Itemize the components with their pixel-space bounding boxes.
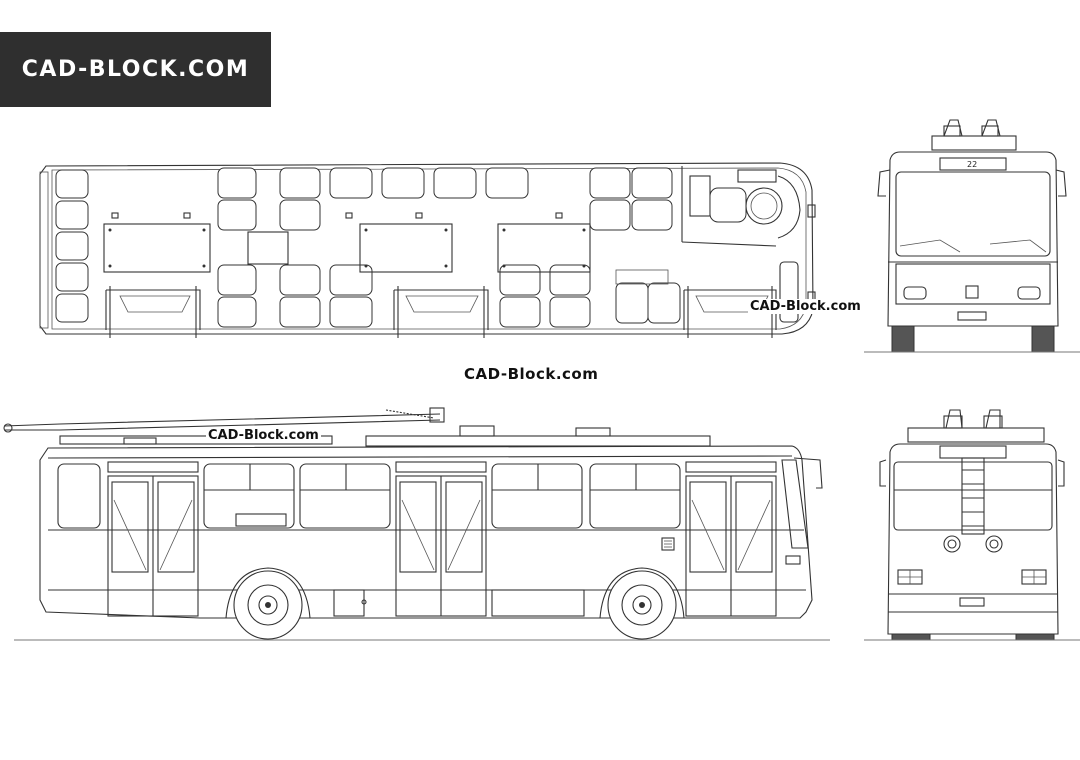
plan-seats-rear [55,169,89,323]
site-logo: CAD-BLOCK.COM [0,32,271,107]
side-view [3,407,830,641]
plan-driver-cab [681,166,801,323]
plan-floor-hatches [103,212,591,273]
watermark-front-view: CAD-Block.com [748,299,863,314]
route-number: 22 [967,160,977,169]
side-windows [57,461,777,529]
rear-view [864,409,1080,641]
plan-view [39,162,816,338]
watermark-center: CAD-Block.com [462,365,601,383]
plan-body-outline [39,162,814,335]
side-doors [107,475,777,617]
watermark-side-view: CAD-Block.com [206,428,321,443]
plan-seats-top-row [217,167,673,231]
side-wheels [225,567,685,640]
front-view: 22 [864,119,1080,353]
